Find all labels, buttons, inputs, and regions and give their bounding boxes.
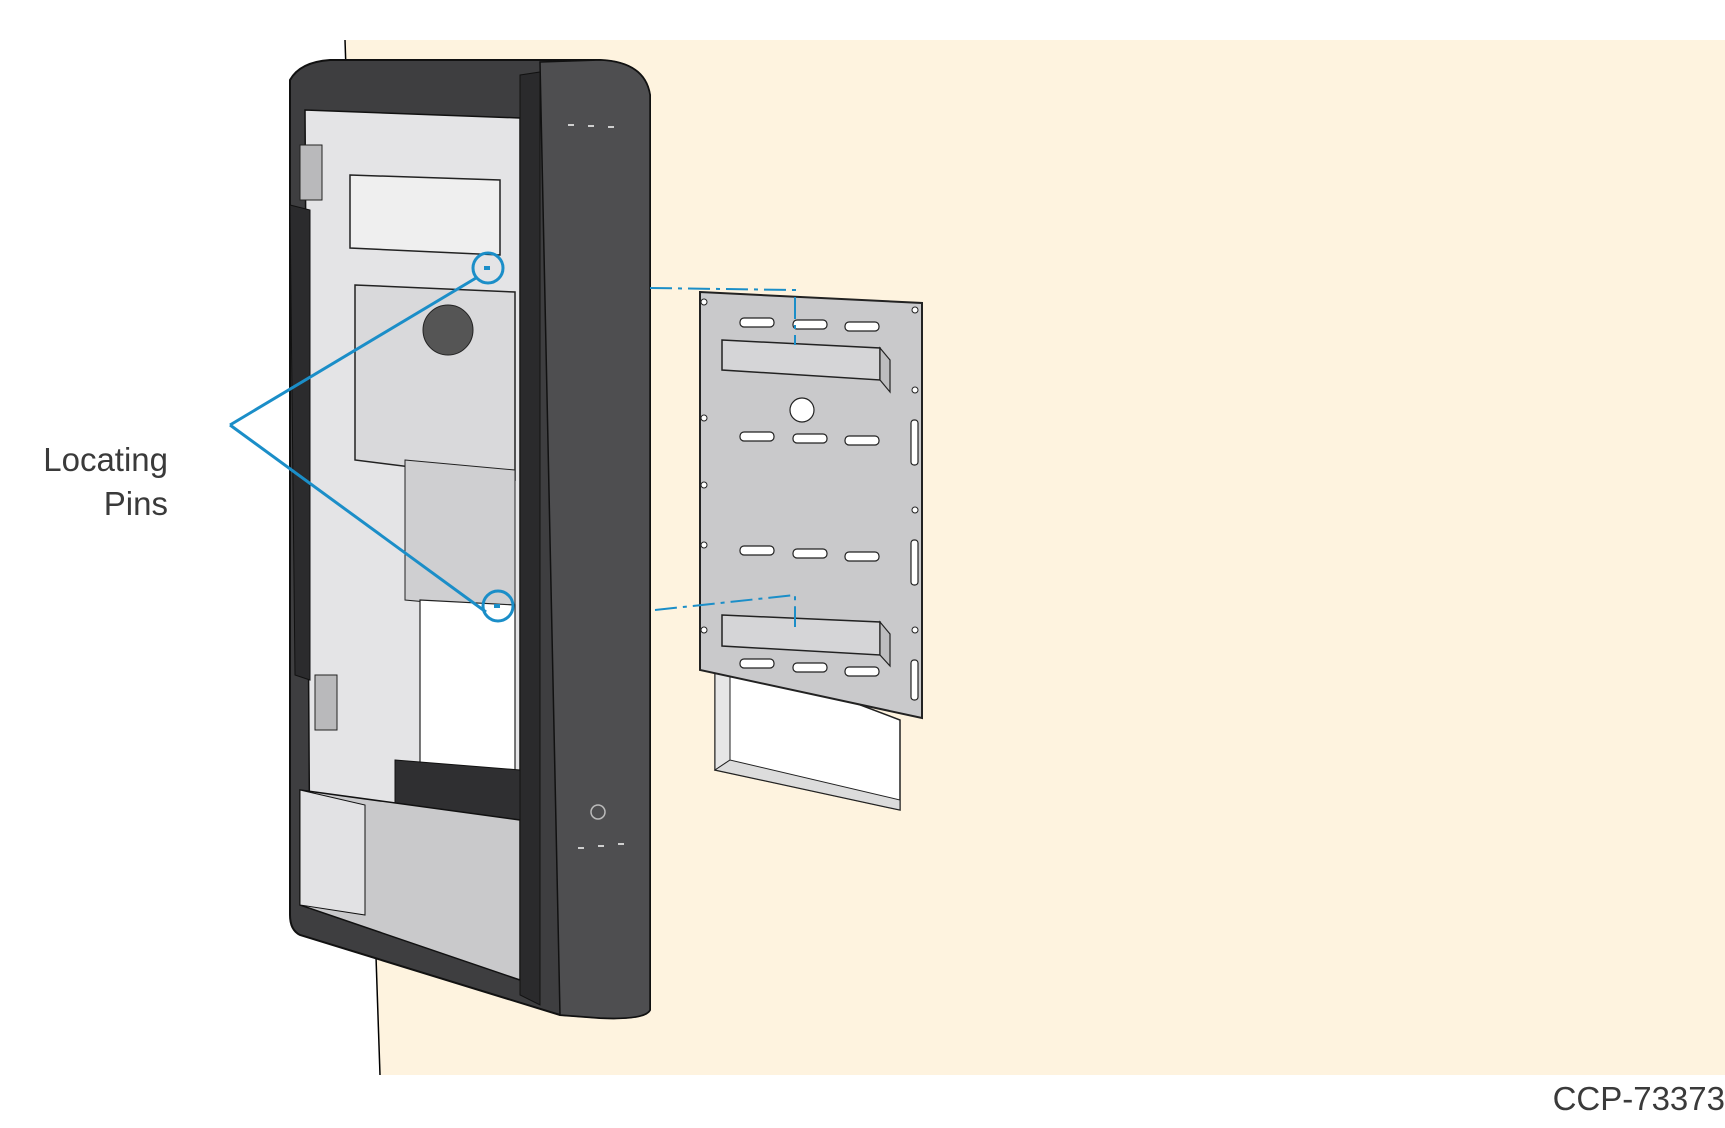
callout-label-line2: Pins [103, 485, 168, 522]
wall-opening [713, 648, 901, 811]
mounting-bracket [699, 290, 923, 720]
locating-pin-circle-lower [481, 589, 515, 623]
callout-label-line1: Locating [43, 441, 168, 478]
kiosk-housing [289, 59, 651, 1020]
locating-pin-callout [229, 251, 515, 623]
alignment-lines [649, 287, 796, 627]
callout-label-locating-pins: Locating Pins [30, 438, 168, 526]
locating-pin-circle-upper [471, 251, 505, 285]
figure-id: CCP-73373 [1552, 1080, 1725, 1117]
